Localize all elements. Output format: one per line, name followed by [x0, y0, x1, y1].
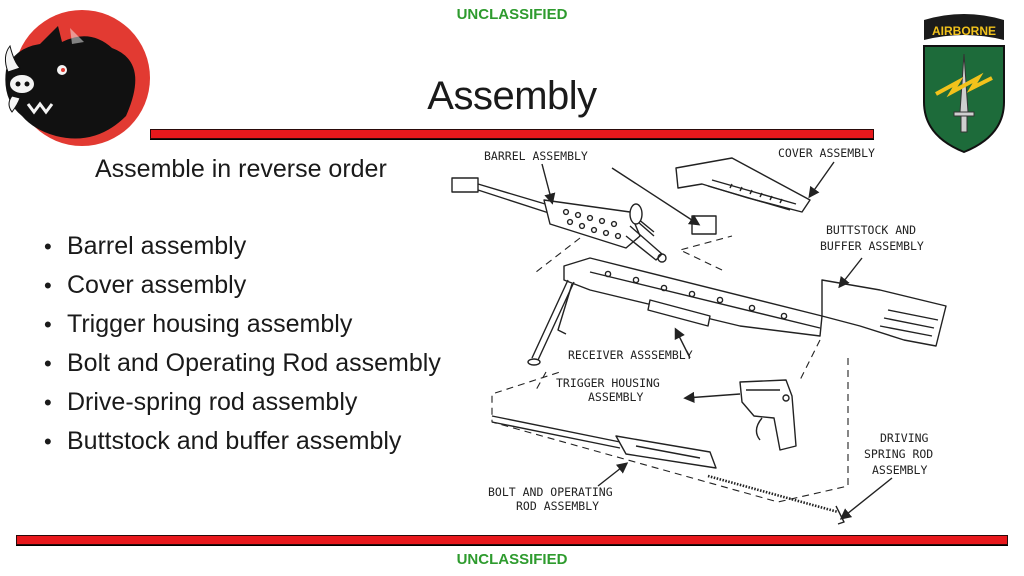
classification-banner-bottom: UNCLASSIFIED	[456, 551, 568, 568]
cover-assembly-drawing	[675, 157, 811, 213]
label-driving-line1: DRIVING	[880, 431, 929, 445]
classification-banner-top: UNCLASSIFIED	[456, 6, 568, 23]
bullet-item: Drive-spring rod assembly	[44, 388, 444, 417]
label-buttstock-line1: BUTTSTOCK AND	[826, 223, 916, 237]
trigger-housing-drawing	[739, 379, 797, 451]
label-bolt-line2: ROD ASSEMBLY	[516, 499, 599, 513]
barrel-assembly-drawing	[451, 177, 667, 263]
label-trigger-line2: ASSEMBLY	[588, 390, 643, 404]
bullet-item: Trigger housing assembly	[44, 310, 444, 339]
buttstock-assembly-drawing	[821, 279, 947, 347]
airborne-tab-label: AIRBORNE	[932, 24, 996, 38]
bullet-item: Cover assembly	[44, 271, 444, 300]
bolt-operating-rod-drawing	[491, 415, 717, 469]
label-buttstock-line2: BUFFER ASSEMBLY	[820, 239, 924, 253]
bullet-item: Barrel assembly	[44, 232, 444, 261]
footer-divider-bar	[16, 535, 1008, 545]
bullet-item: Bolt and Operating Rod assembly	[44, 349, 444, 378]
callout-arrows	[541, 161, 893, 520]
label-bolt-line1: BOLT AND OPERATING	[488, 485, 613, 499]
title-divider-bar	[150, 129, 874, 139]
airborne-patch-icon: AIRBORNE	[923, 14, 1005, 154]
slide-subtitle: Assemble in reverse order	[95, 155, 387, 183]
label-driving-line3: ASSEMBLY	[872, 463, 927, 477]
bullet-list: Barrel assembly Cover assembly Trigger h…	[44, 232, 444, 466]
slide-title: Assembly	[427, 74, 597, 118]
label-barrel-assembly: BARREL ASSEMBLY	[484, 149, 588, 163]
receiver-assembly-drawing	[563, 257, 823, 337]
driving-spring-rod-drawing	[707, 474, 845, 525]
label-cover-assembly: COVER ASSEMBLY	[778, 146, 875, 160]
exploded-gun-diagram: BARREL ASSEMBLY COVER ASSEMBLY BUTTSTOCK…	[451, 146, 947, 525]
bullet-item: Buttstock and buffer assembly	[44, 427, 444, 456]
bipod-drawing	[527, 279, 575, 366]
label-trigger-line1: TRIGGER HOUSING	[556, 376, 660, 390]
label-driving-line2: SPRING ROD	[864, 447, 933, 461]
boar-logo-icon	[4, 10, 150, 146]
label-receiver-assembly: RECEIVER ASSSEMBLY	[568, 348, 693, 362]
